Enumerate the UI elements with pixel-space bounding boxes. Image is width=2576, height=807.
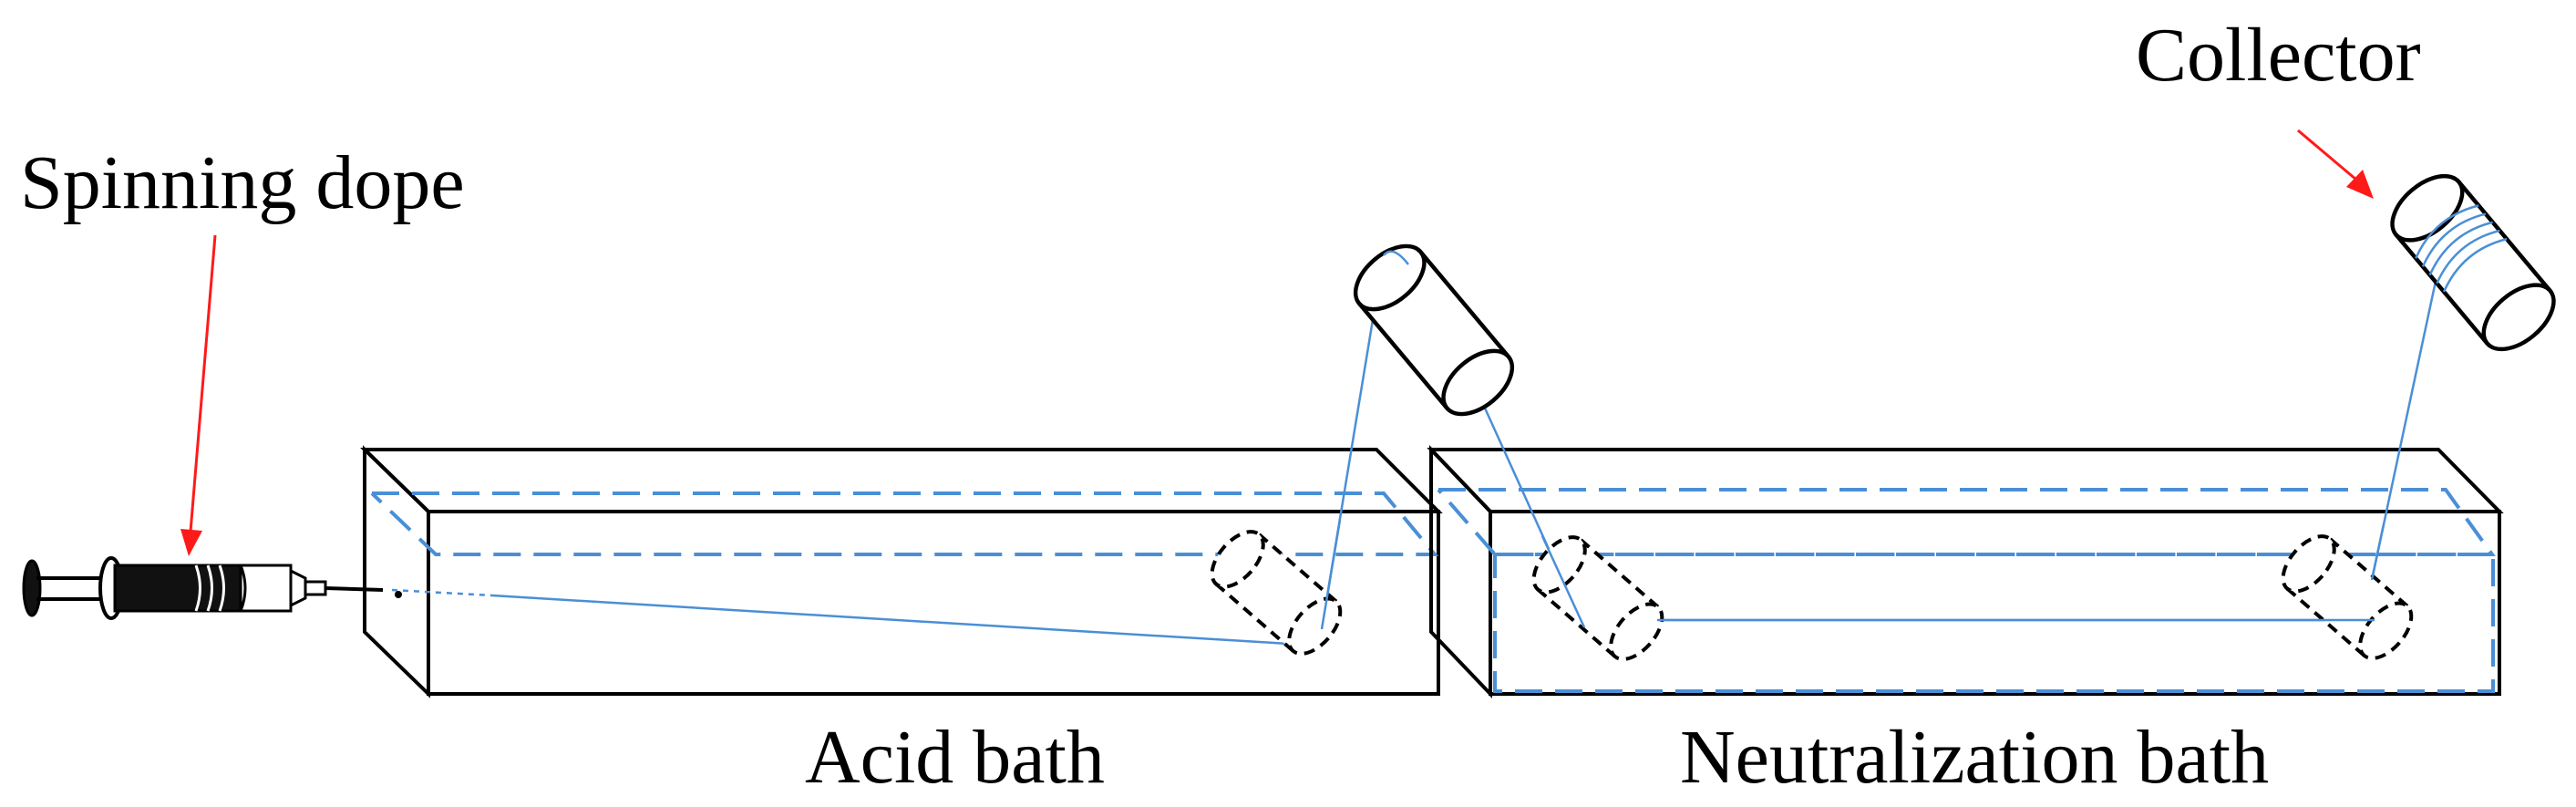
neutralization-bath-roller-2 — [2281, 534, 2414, 660]
neutralization-bath-label: Neutralization bath — [1680, 715, 2269, 800]
acid-bath-tank — [360, 445, 1443, 698]
acid-bath-liquid-surface — [370, 491, 1439, 556]
neutralization-bath-left-face — [1429, 445, 1492, 698]
fiber-segment-acid-bath — [491, 594, 1304, 647]
spinning-dope-pointer — [180, 234, 217, 556]
spinning-dope-label: Spinning dope — [20, 140, 465, 225]
acid-bath-top-face — [360, 448, 1443, 513]
acid-bath-label: Acid bath — [805, 715, 1105, 800]
neutralization-bath-liquid-surface — [1437, 488, 2496, 556]
neutralization-bath-top-face — [1427, 448, 2504, 513]
top-guide-roller — [1353, 243, 1515, 417]
collector-pointer — [2297, 129, 2374, 199]
fiber-segment-extrusion — [391, 588, 493, 597]
acid-bath-left-face — [363, 445, 430, 698]
acid-bath-roller — [1210, 530, 1343, 656]
syringe-icon — [22, 556, 402, 620]
collector-drum — [2390, 173, 2556, 352]
neutralization-bath-roller-1 — [1531, 535, 1664, 661]
collector-label: Collector — [2136, 13, 2421, 98]
neutralization-bath-liquid-body — [1493, 553, 2495, 693]
fiber-wrap-top-roller — [1383, 250, 1409, 265]
neutralization-bath-tank — [1427, 445, 2504, 698]
